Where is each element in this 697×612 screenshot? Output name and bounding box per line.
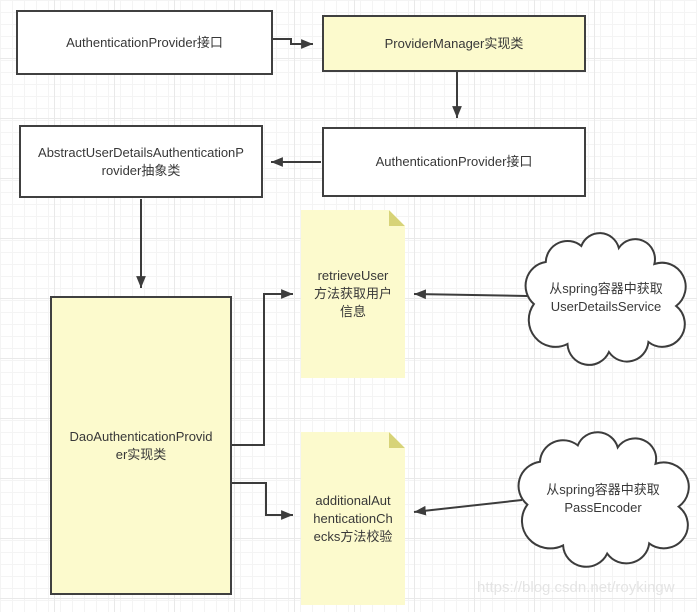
node-label: AbstractUserDetailsAuthenticationP rovid…: [38, 144, 244, 178]
node-label: AuthenticationProvider接口: [375, 154, 533, 169]
node-abstract-user-details-authentication-provider: AbstractUserDetailsAuthenticationP rovid…: [19, 125, 263, 198]
connector-daoprovider-to-retrieveuser-note: [232, 289, 293, 446]
connector-daoprovider-to-additionalchecks-note: [232, 482, 293, 520]
cloud-label: 从spring容器中获取 PassEncoder: [546, 481, 660, 515]
node-label: AuthenticationProvider接口: [66, 34, 223, 50]
node-authentication-provider-interface-top: AuthenticationProvider接口: [16, 10, 273, 75]
cloud-userdetailsservice: 从spring容器中获取 UserDetailsService: [540, 230, 672, 366]
note-label: retrieveUser 方法获取用户 信息: [313, 268, 392, 319]
note-label: additionalAut henticationCh ecks方法校验: [313, 492, 393, 544]
connector-passencoder-cloud-to-additionalchecks-note: [413, 499, 523, 516]
watermark-url: https://blog.csdn.net/roykingw: [477, 579, 675, 596]
node-label: DaoAuthenticationProvid er实现类: [69, 428, 213, 462]
connector-userdetailsservice-cloud-to-retrieveuser-note: [413, 289, 528, 300]
cloud-shape-passencoder: [519, 432, 689, 567]
cloud-passencoder: 从spring容器中获取 PassEncoder: [533, 429, 673, 568]
note-additional-authentication-checks: additionalAut henticationCh ecks方法校验: [301, 432, 405, 605]
node-provider-manager: ProviderManager实现类: [322, 15, 586, 72]
connector-authprovider-top-to-providermanager: [273, 38, 313, 49]
cloud-label: 从spring容器中获取 UserDetailsService: [549, 281, 663, 314]
note-retrieve-user: retrieveUser 方法获取用户 信息: [301, 210, 405, 378]
node-dao-authentication-provider: DaoAuthenticationProvid er实现类: [50, 296, 232, 595]
node-authentication-provider-interface-mid: AuthenticationProvider接口: [322, 127, 586, 197]
cloud-shape-userdetailsservice: [526, 233, 686, 365]
node-label: ProviderManager实现类: [384, 35, 524, 51]
